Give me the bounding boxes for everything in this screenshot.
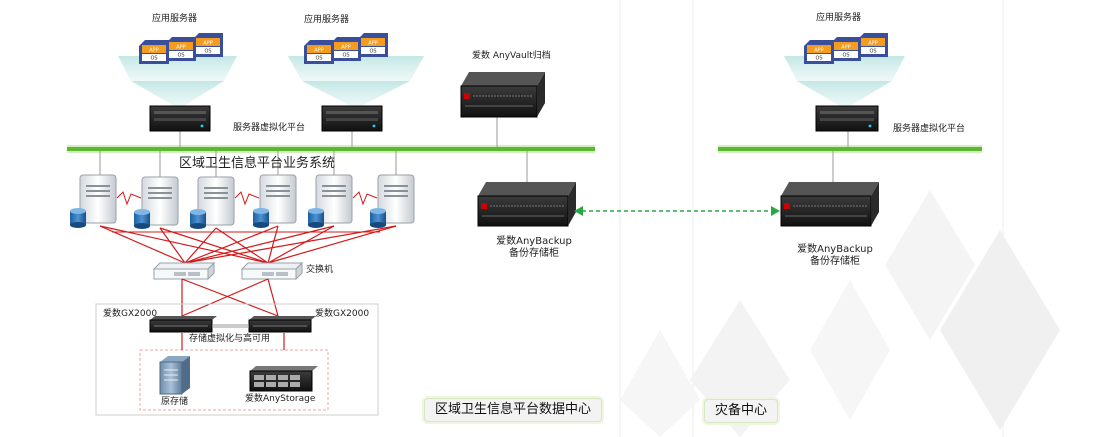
app-card: APP OS <box>831 37 861 61</box>
database-disk <box>370 208 386 228</box>
database-disk <box>308 208 324 228</box>
drop-lines <box>99 117 849 190</box>
heartbeat-links <box>116 191 378 206</box>
svg-text:OS: OS <box>342 53 349 59</box>
backup-label: 爱数AnyBackup 备份存储柜 <box>479 236 589 260</box>
virt-host-server <box>815 105 879 132</box>
database-disk <box>70 208 86 228</box>
app-card: APP OS <box>166 37 196 61</box>
tower-server <box>79 174 117 224</box>
gx2000-controller <box>149 316 217 333</box>
svg-text:APP: APP <box>203 41 212 47</box>
original-storage-label: 原存储 <box>161 397 189 407</box>
virt-host-server <box>149 105 211 132</box>
network-switch <box>240 261 304 281</box>
app-server-group-1: APP OS APP OS APP OS <box>118 33 237 107</box>
switch-gx-links <box>181 278 279 317</box>
storage-virt-label: 存储虚拟化与高可用 <box>189 334 271 344</box>
network-bus-dr <box>718 145 982 153</box>
tower-server <box>315 174 353 224</box>
anyvault-appliance <box>460 72 545 118</box>
network-switch <box>152 261 216 281</box>
app-card: APP OS <box>331 37 361 61</box>
app-server-group-3: APP OS APP OS APP OS <box>784 33 905 107</box>
app-card: APP OS <box>193 33 223 57</box>
backup-label-line2: 备份存储柜 <box>810 256 860 267</box>
app-card: APP OS <box>304 40 334 64</box>
gx-interconnect <box>212 324 249 328</box>
storage-virt-box <box>95 303 379 416</box>
server-switch-mesh <box>99 225 397 264</box>
svg-text:OS: OS <box>869 49 876 55</box>
dr-center-badge: 灾备中心 <box>704 399 779 423</box>
backup-label-line1: 爱数AnyBackup <box>496 236 572 247</box>
anybackup-appliance-dr <box>780 182 879 227</box>
svg-text:APP: APP <box>814 48 823 54</box>
backup-label-line1: 爱数AnyBackup <box>797 244 873 255</box>
database-disk <box>190 209 206 229</box>
app-card: APP OS <box>358 33 388 57</box>
replication-link <box>574 206 780 216</box>
svg-text:APP: APP <box>149 48 158 54</box>
network-bus-main <box>67 145 595 153</box>
app-server-label: 应用服务器 <box>304 15 350 25</box>
svg-text:APP: APP <box>841 45 850 51</box>
svg-text:OS: OS <box>150 56 157 62</box>
svg-text:OS: OS <box>815 56 822 62</box>
app-card: APP OS <box>804 40 834 64</box>
svg-text:APP: APP <box>868 41 877 47</box>
gx2000-label: 爱数GX2000 <box>315 309 370 319</box>
svg-text:OS: OS <box>315 56 322 62</box>
backup-label-dr: 爱数AnyBackup 备份存储柜 <box>780 244 890 268</box>
svg-text:APP: APP <box>314 48 323 54</box>
svg-text:OS: OS <box>204 49 211 55</box>
database-disk <box>134 209 150 229</box>
tower-server <box>377 174 415 224</box>
app-card: APP OS <box>858 33 888 57</box>
gx2000-controller <box>248 316 316 333</box>
backup-label-line2: 备份存储柜 <box>509 248 559 259</box>
app-server-group-2: APP OS APP OS APP OS <box>288 33 424 107</box>
app-card: APP OS <box>139 40 169 64</box>
virt-platform-label: 服务器虚拟化平台 <box>233 123 306 133</box>
gx2000-label: 爱数GX2000 <box>103 309 158 319</box>
tower-server <box>141 176 179 226</box>
switch-label: 交换机 <box>306 265 334 275</box>
anystorage-device <box>249 366 318 392</box>
datacenter-badge: 区域卫生信息平台数据中心 <box>424 398 603 422</box>
svg-text:APP: APP <box>176 45 185 51</box>
svg-text:OS: OS <box>177 53 184 59</box>
anystorage-label: 爱数AnyStorage <box>245 394 316 404</box>
svg-text:APP: APP <box>341 45 350 51</box>
anyvault-label: 爱数 AnyVault归档 <box>472 51 551 61</box>
original-storage-device <box>159 356 190 395</box>
anybackup-appliance <box>477 182 576 227</box>
svg-text:OS: OS <box>842 53 849 59</box>
virt-host-server <box>321 105 383 132</box>
svg-text:APP: APP <box>368 41 377 47</box>
app-server-label: 应用服务器 <box>152 14 198 24</box>
app-server-label: 应用服务器 <box>816 13 862 23</box>
tower-server <box>197 176 235 226</box>
business-system-label: 区域卫生信息平台业务系统 <box>179 156 336 171</box>
svg-text:OS: OS <box>369 49 376 55</box>
gx-storage-links <box>181 333 285 350</box>
virt-platform-label: 服务器虚拟化平台 <box>893 124 966 134</box>
database-disk <box>253 208 269 228</box>
